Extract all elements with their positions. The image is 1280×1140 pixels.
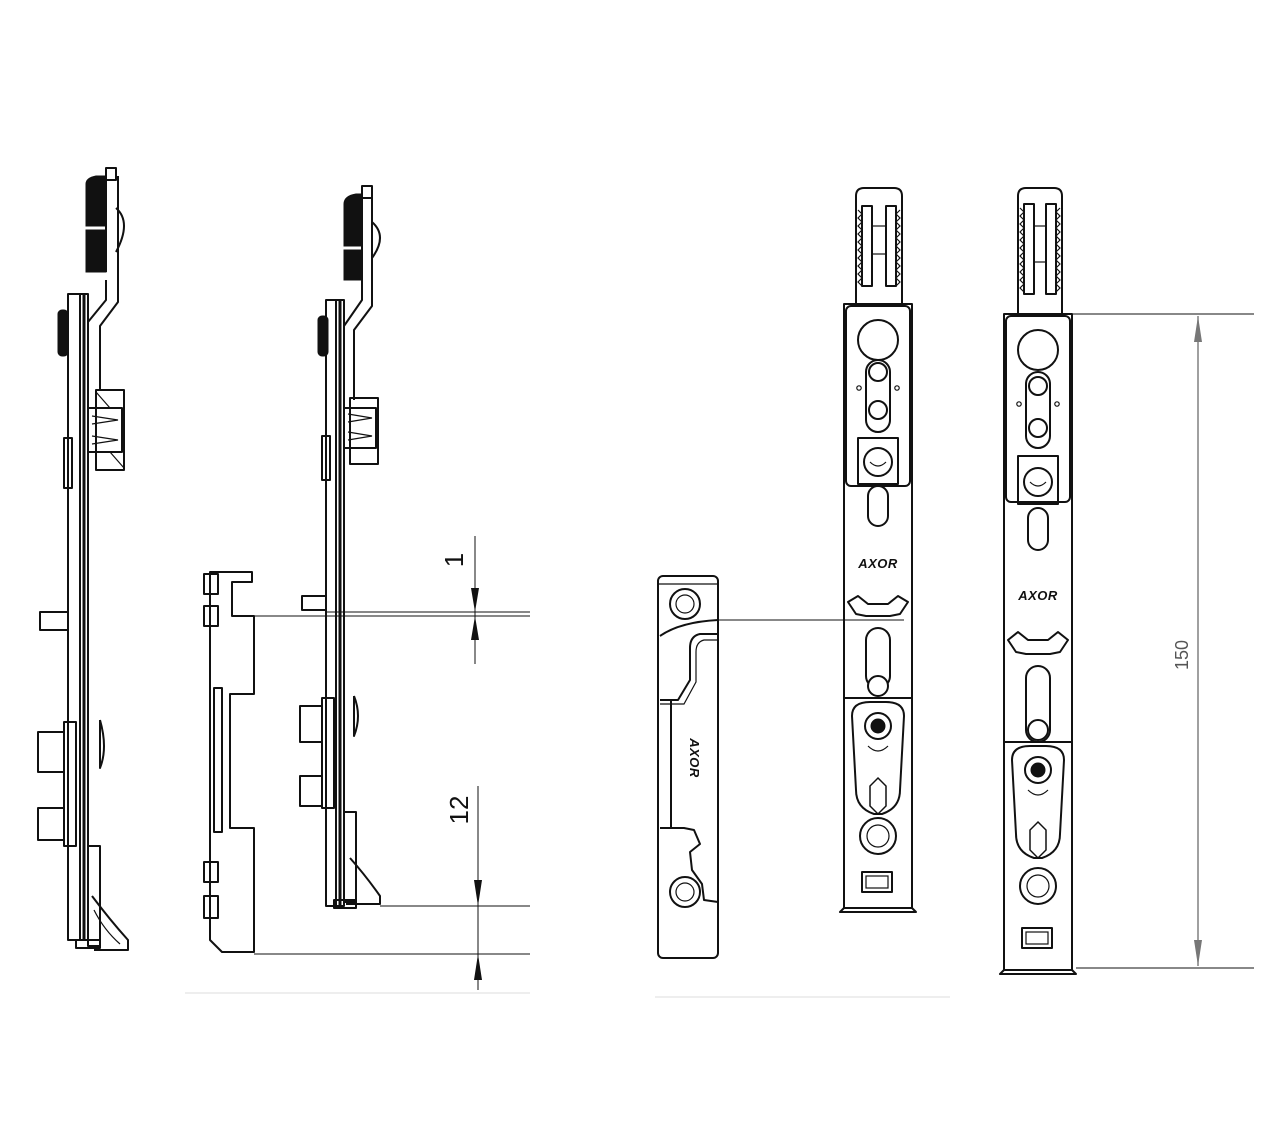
knurl-lower-icon <box>85 229 107 273</box>
dimension-offset: 1 <box>254 536 530 664</box>
side-view-1 <box>37 167 129 951</box>
screw-icon <box>870 718 886 734</box>
dim-label-150: 150 <box>1172 640 1192 670</box>
dim-label-12: 12 <box>444 796 474 825</box>
front-view-2: AXOR <box>999 187 1077 975</box>
dimension-depth: 12 <box>254 786 530 990</box>
keeper-side-profile <box>209 571 255 953</box>
roller-icon <box>57 309 69 357</box>
dimension-length: 150 <box>1072 313 1254 969</box>
side-view-2 <box>203 185 381 953</box>
dim-label-1: 1 <box>439 553 469 567</box>
knurl-upper-icon <box>85 175 107 227</box>
brand-logo: AXOR <box>687 737 702 778</box>
front-view-1: AXOR <box>839 187 917 913</box>
keeper-front: AXOR <box>657 575 904 959</box>
brand-logo-front-1: AXOR <box>857 556 898 571</box>
brand-logo-front-2: AXOR <box>1017 588 1058 603</box>
